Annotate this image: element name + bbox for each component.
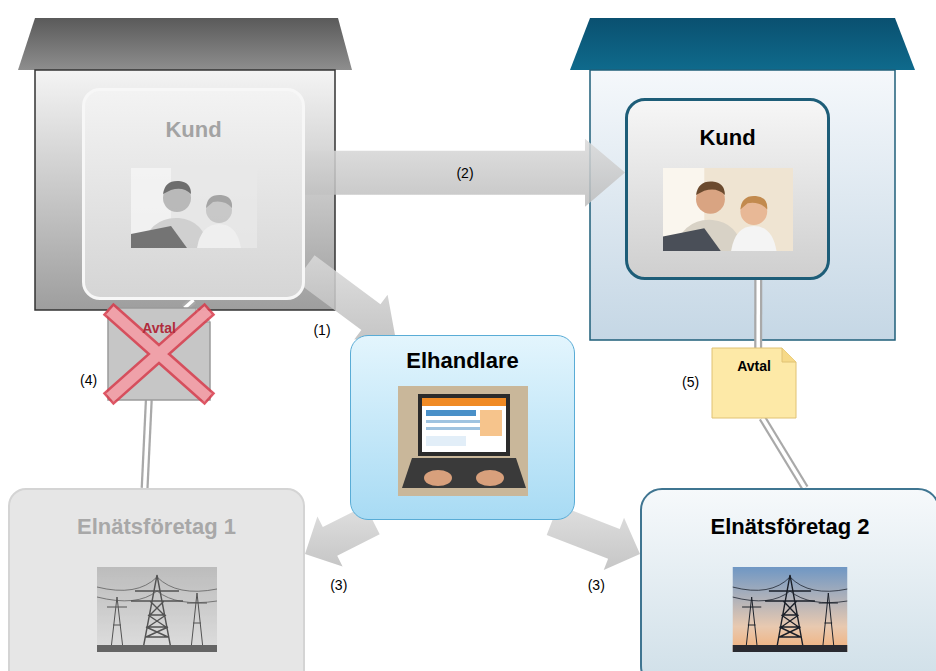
node-text: Kund <box>165 117 221 143</box>
step-number: (2) <box>456 164 473 181</box>
family-photo-part <box>663 228 721 251</box>
laptop-photo-part <box>476 470 504 486</box>
pylon-photo <box>97 567 217 652</box>
pylon-photo-part <box>733 645 848 652</box>
flow-arrow <box>305 139 625 207</box>
step-number: (3) <box>330 577 347 594</box>
flow-arrow-shape <box>305 139 625 207</box>
family-photo-part-part <box>131 226 187 248</box>
cross-mark <box>114 314 204 394</box>
node-text: Elhandlare <box>406 348 518 374</box>
pylon-photo-part <box>733 577 848 603</box>
pylon-photo-part-part <box>97 577 217 603</box>
pylon-photo-part-part <box>107 597 127 649</box>
node-text: Kund <box>699 125 755 151</box>
node-text: Elnätsföretag 2 <box>711 514 870 540</box>
laptop-photo-part <box>418 394 510 456</box>
laptop-photo-part <box>402 458 526 488</box>
contract-line-outer <box>762 418 805 488</box>
grid-company-box: Elnätsföretag 1 <box>8 488 305 671</box>
grid-company-box: Elnätsföretag 2 <box>640 488 936 671</box>
house-body <box>35 70 335 310</box>
pylon-photo-part <box>765 575 815 649</box>
pylon-photo-part-part <box>187 593 207 649</box>
pylon-photo-part-part <box>131 575 183 649</box>
family-photo-part-part <box>163 181 191 194</box>
laptop-photo-part <box>422 398 506 452</box>
house-body <box>590 70 895 340</box>
laptop-photo-part <box>426 410 476 416</box>
family-photo-part <box>663 168 793 251</box>
pylon-photo-part-part <box>97 645 217 652</box>
customer-box: Kund <box>625 98 830 280</box>
pylon-photo <box>733 567 848 652</box>
laptop-photo-part <box>426 436 466 446</box>
note-fold <box>782 348 796 362</box>
family-photo <box>663 168 793 251</box>
laptop-photo-part <box>398 386 528 496</box>
contract-line <box>758 280 759 348</box>
note-shape <box>108 308 210 400</box>
family-photo-part-part <box>131 168 257 248</box>
family-photo <box>131 168 257 248</box>
family-photo-part <box>731 226 776 251</box>
laptop-photo-part <box>480 410 502 436</box>
flow-arrow-shape <box>295 255 395 339</box>
house-roof <box>570 18 915 70</box>
laptop-photo-part <box>426 427 486 430</box>
contract-line-inner <box>145 400 149 488</box>
customer-box: Kund <box>82 88 305 300</box>
contract-line-outer <box>754 280 762 348</box>
contract-line-inner <box>756 280 760 348</box>
pylon-photo-part <box>819 593 838 649</box>
contract-line <box>185 300 194 308</box>
family-photo-part <box>696 181 725 195</box>
contract-note: Avtal <box>712 348 796 418</box>
contract-line <box>762 418 805 488</box>
family-photo-part-part <box>206 195 232 208</box>
house-roof <box>18 18 352 70</box>
cross-mark <box>114 314 204 394</box>
laptop-photo-part <box>424 470 452 486</box>
family-photo-part <box>131 168 257 248</box>
node-text: Avtal <box>142 320 176 337</box>
step-number: (4) <box>80 372 97 389</box>
contract-line-outer <box>185 300 194 308</box>
family-photo-part-part <box>197 224 241 248</box>
retailer-box: Elhandlare <box>350 335 575 520</box>
laptop-photo <box>398 386 528 496</box>
step-number: (5) <box>682 374 699 391</box>
cancelled-contract-note: Avtal <box>108 308 210 400</box>
node-text: Elnätsföretag 1 <box>77 514 236 540</box>
contract-line-outer <box>145 400 149 488</box>
family-photo-part <box>740 196 767 210</box>
contract-line-inner <box>185 300 194 308</box>
contract-line-inner <box>762 418 805 488</box>
pylon-photo-part-part <box>97 567 217 652</box>
node-text: Avtal <box>737 358 771 375</box>
contract-line <box>145 400 149 488</box>
note-shape <box>712 348 796 418</box>
flow-arrow <box>295 255 395 339</box>
step-number: (1) <box>313 321 330 338</box>
step-number: (3) <box>588 577 605 594</box>
pylon-photo-part <box>733 567 848 652</box>
pylon-photo-part <box>97 567 217 652</box>
pylon-photo-part <box>742 597 761 649</box>
laptop-photo-part <box>422 398 506 406</box>
